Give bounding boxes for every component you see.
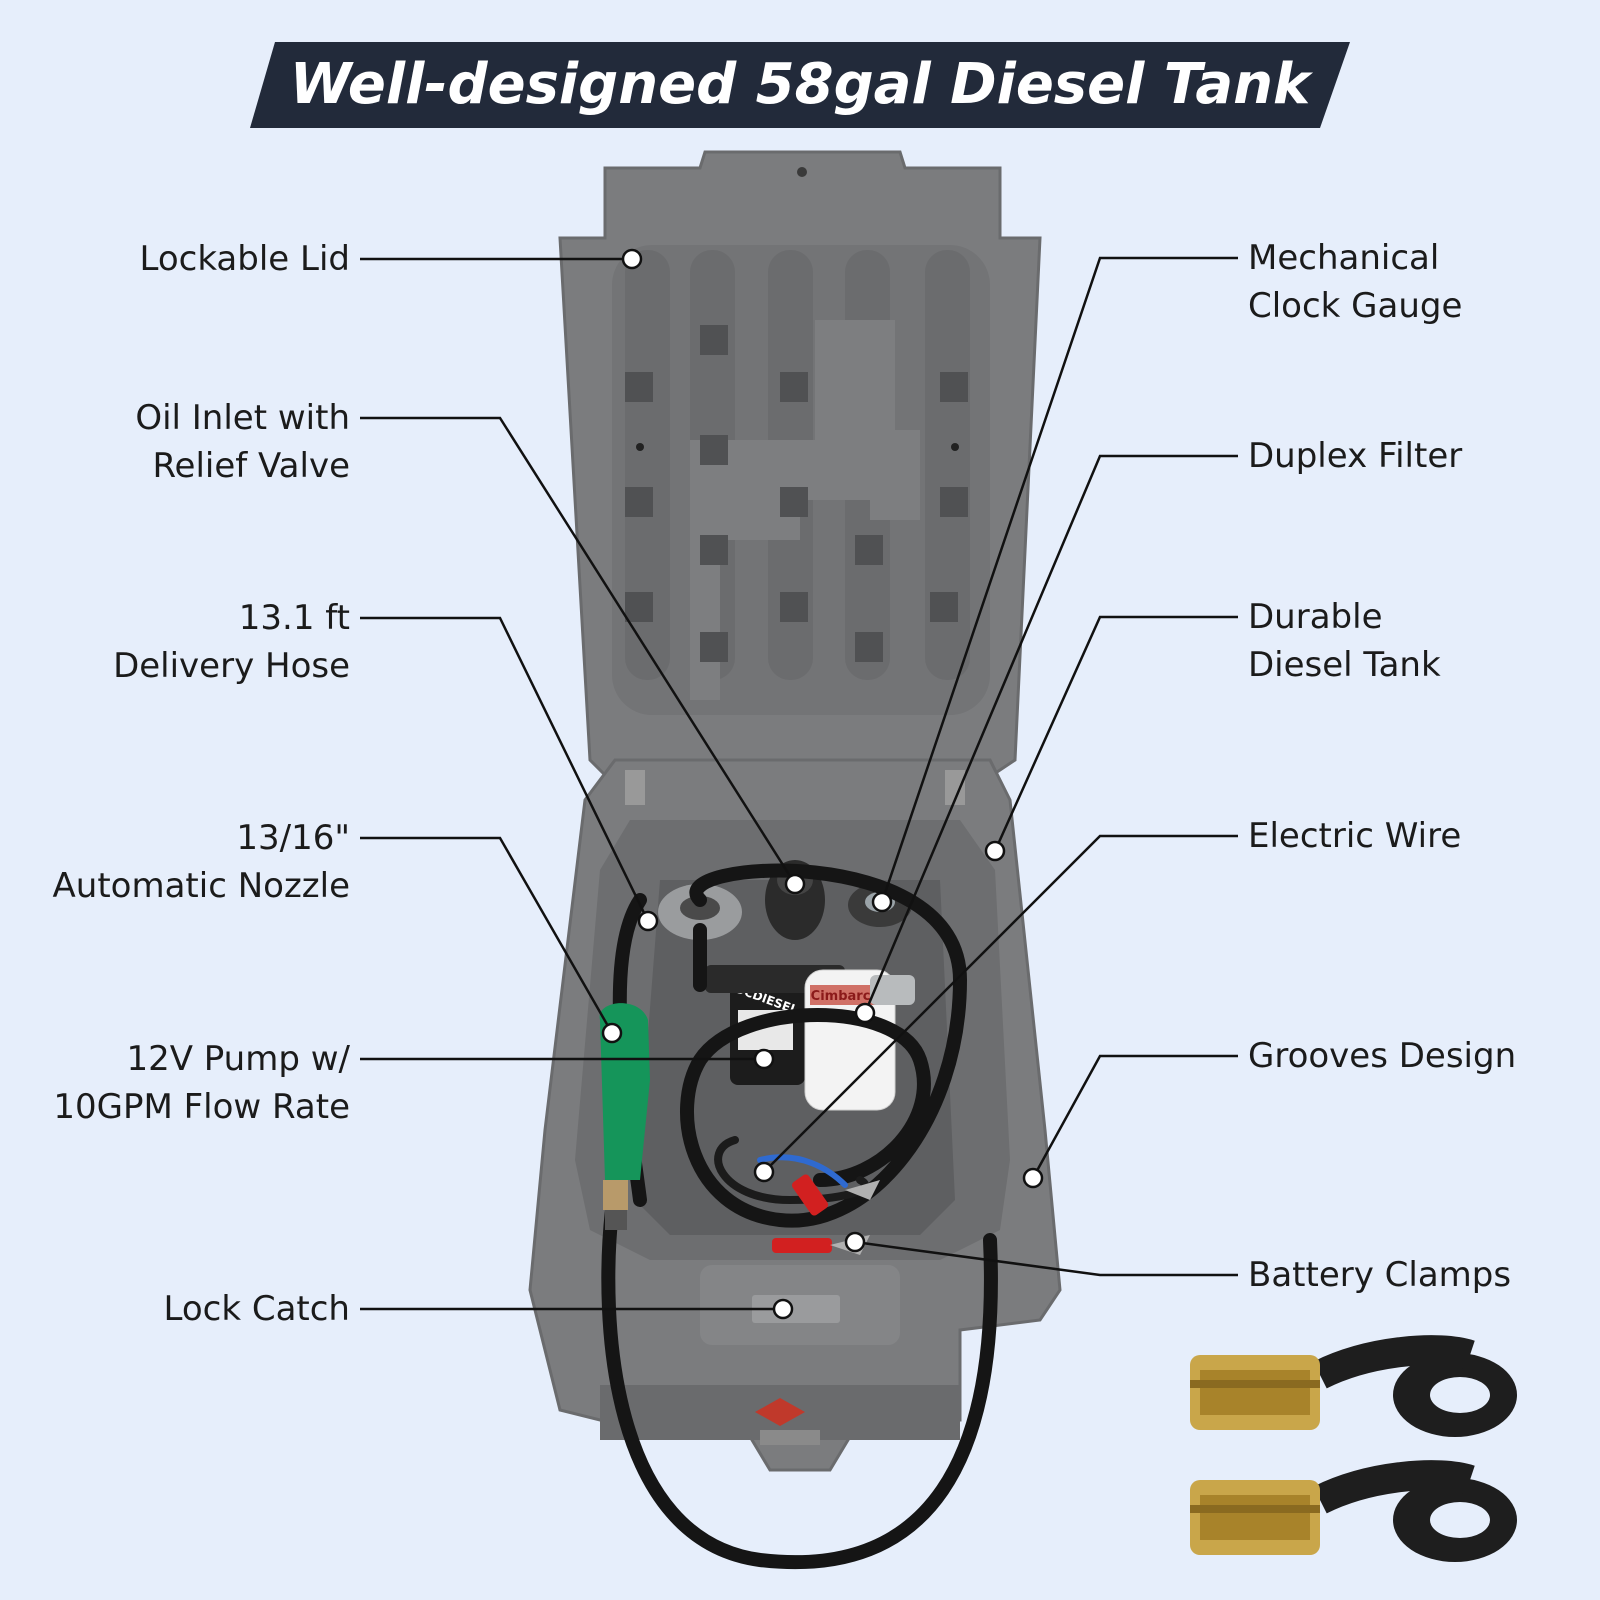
- label-text: Duplex Filter: [1248, 436, 1463, 476]
- label-text: Grooves Design: [1248, 1036, 1517, 1076]
- automatic-nozzle: [599, 1003, 650, 1230]
- ratchet-straps: [1190, 1335, 1517, 1562]
- label-text: 13.1 ft: [238, 598, 350, 638]
- label-duplex-filter: Duplex Filter: [1248, 432, 1578, 480]
- label-delivery-hose: 13.1 ft Delivery Hose: [30, 594, 350, 690]
- label-automatic-nozzle: 13/16" Automatic Nozzle: [30, 814, 350, 910]
- fill-port: [658, 884, 742, 940]
- label-text: Electric Wire: [1248, 816, 1462, 856]
- duplex-filter: Cimbarco: [804, 969, 915, 1111]
- label-pump: 12V Pump w/ 10GPM Flow Rate: [30, 1035, 350, 1131]
- label-text: Clock Gauge: [1248, 286, 1463, 326]
- label-lock-catch: Lock Catch: [30, 1285, 351, 1333]
- label-text: Lockable Lid: [139, 239, 351, 279]
- label-text: Oil Inlet with: [135, 398, 350, 438]
- leader-lines: [360, 256, 1238, 1311]
- label-text: Automatic Nozzle: [52, 866, 350, 906]
- page-title: Well-designed 58gal Diesel Tank: [289, 51, 1311, 117]
- label-text: Mechanical: [1248, 238, 1440, 278]
- tank-lid: [558, 150, 1042, 802]
- label-diesel-tank: Durable Diesel Tank: [1248, 593, 1578, 689]
- label-electric-wire: Electric Wire: [1248, 812, 1578, 860]
- filter-brand-mark: Cimbarco: [811, 989, 880, 1004]
- label-text: Diesel Tank: [1248, 645, 1441, 685]
- label-lockable-lid: Lockable Lid: [30, 235, 351, 283]
- label-clock-gauge: Mechanical Clock Gauge: [1248, 234, 1578, 330]
- label-text: Relief Valve: [152, 446, 350, 486]
- label-grooves-design: Grooves Design: [1248, 1032, 1578, 1080]
- label-text: 10GPM Flow Rate: [53, 1087, 350, 1127]
- label-text: 12V Pump w/: [126, 1039, 350, 1079]
- callout-dots: [601, 248, 1044, 1320]
- label-text: Durable: [1248, 597, 1383, 637]
- label-text: 13/16": [236, 818, 350, 858]
- label-text: Battery Clamps: [1248, 1255, 1512, 1295]
- label-battery-clamps: Battery Clamps: [1248, 1251, 1578, 1299]
- ratchet-strap: [1190, 1460, 1517, 1562]
- label-text: Lock Catch: [163, 1289, 351, 1329]
- label-text: Delivery Hose: [113, 646, 350, 686]
- ratchet-strap: [1190, 1335, 1517, 1437]
- label-oil-inlet: Oil Inlet with Relief Valve: [30, 394, 350, 490]
